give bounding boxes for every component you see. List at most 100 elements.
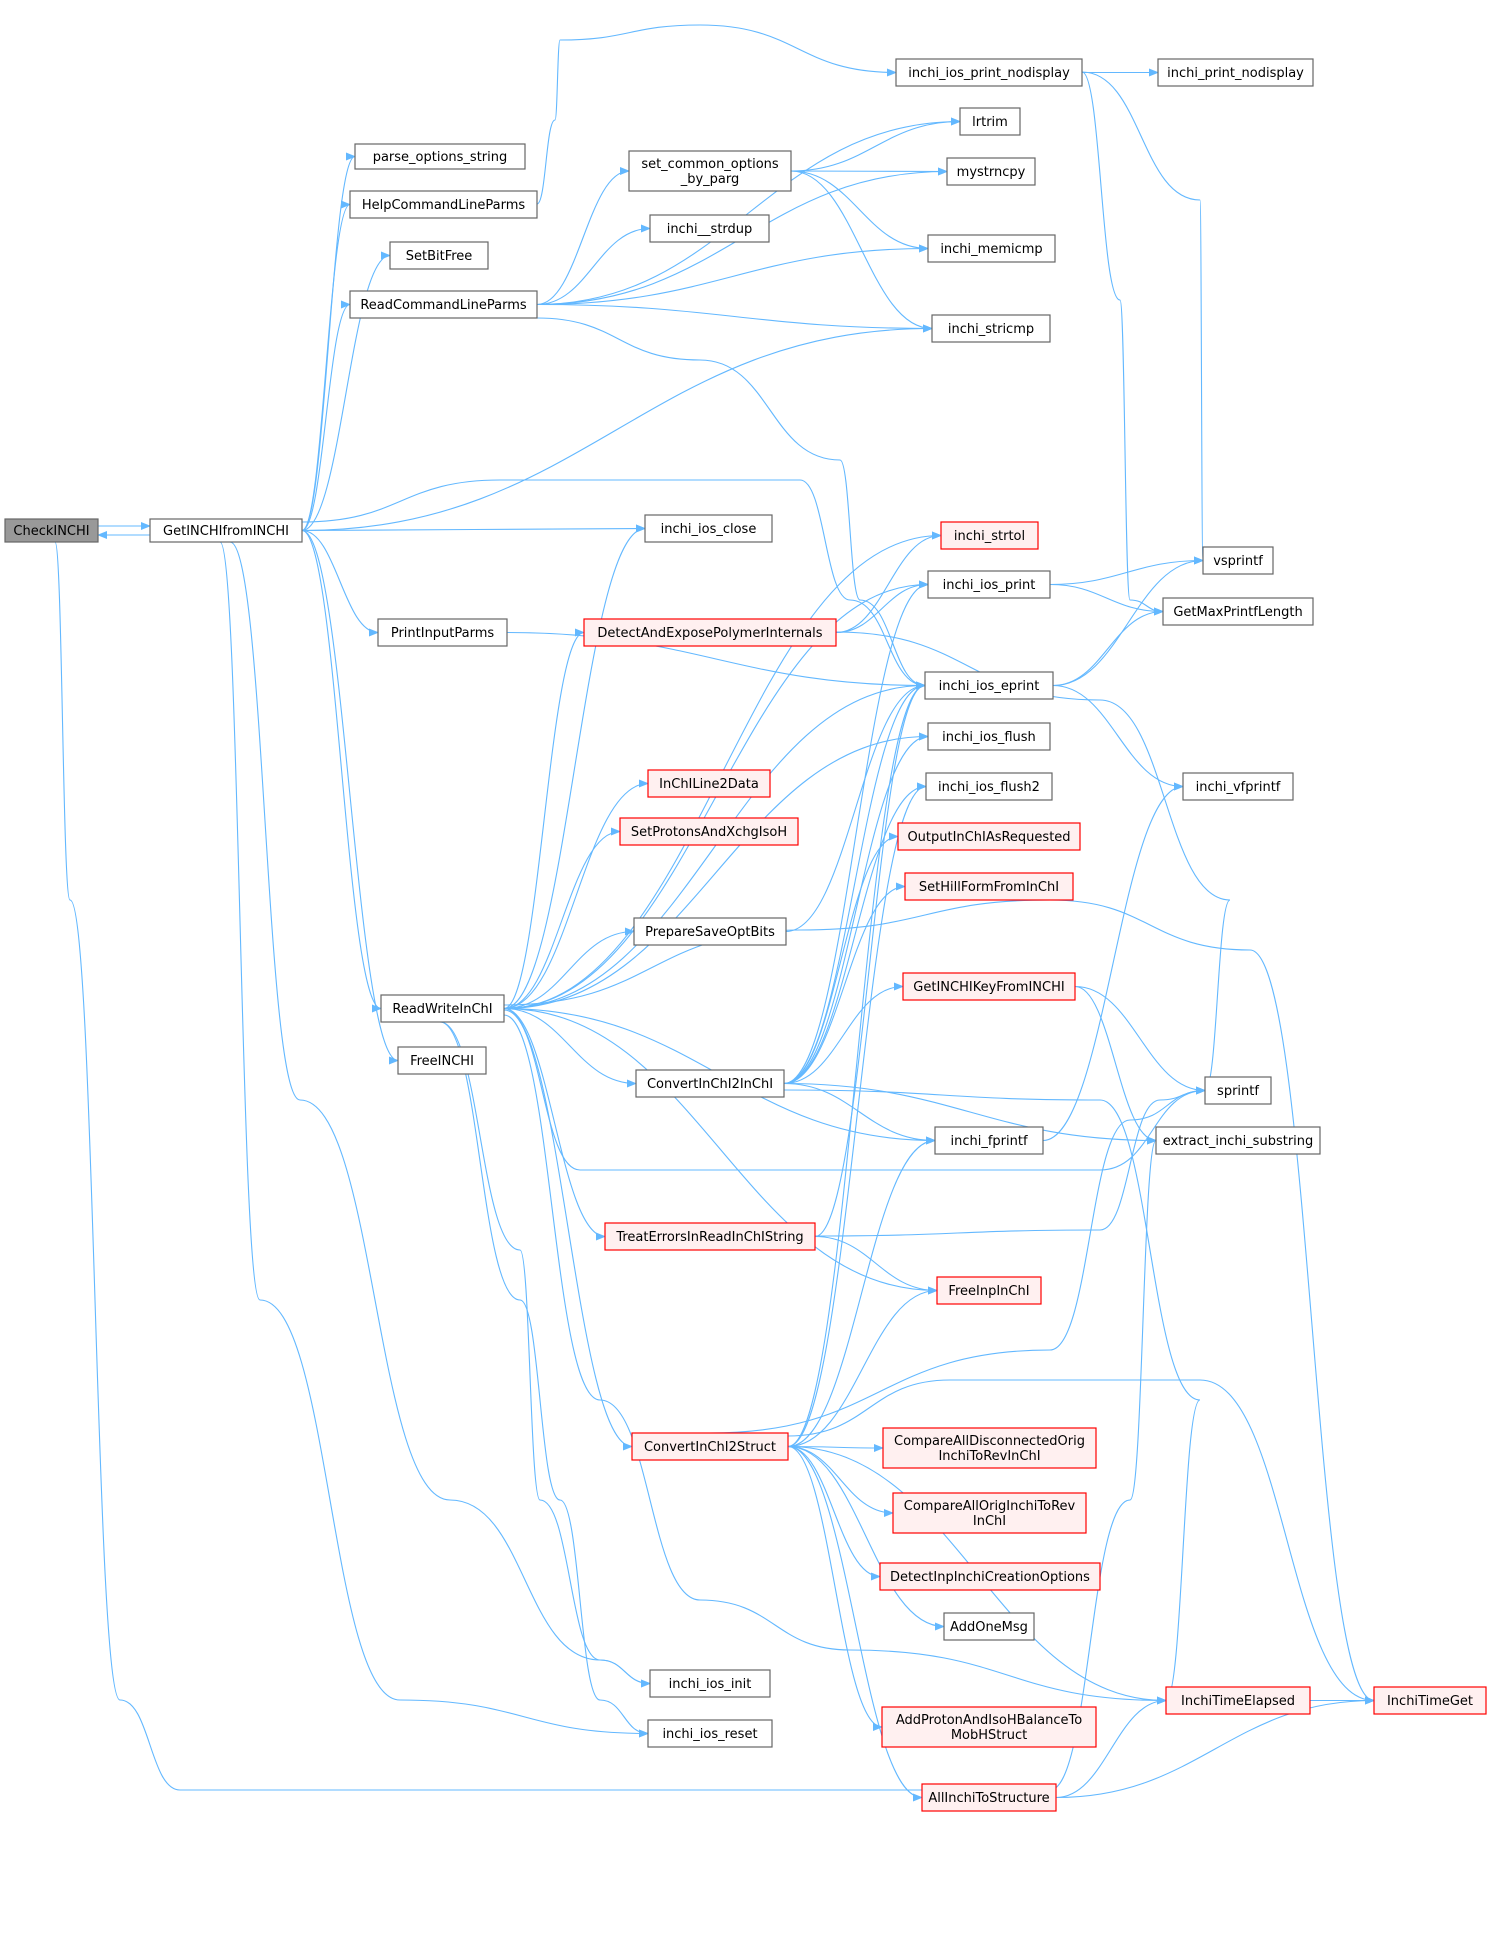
node-ConvertInChI2Struct[interactable]: ConvertInChI2Struct — [631, 1432, 789, 1461]
node-box[interactable] — [631, 1432, 789, 1461]
node-inchi_ios_eprint[interactable]: inchi_ios_eprint — [924, 671, 1054, 700]
node-box[interactable] — [934, 1126, 1044, 1155]
node-box[interactable] — [897, 822, 1081, 851]
node-box[interactable] — [902, 972, 1076, 1001]
node-box[interactable] — [380, 994, 505, 1023]
node-box[interactable] — [895, 58, 1083, 87]
node-ReadCommandLineParms[interactable]: ReadCommandLineParms — [349, 290, 538, 319]
node-GetMaxPrintfLength[interactable]: GetMaxPrintfLength — [1162, 597, 1314, 626]
node-box[interactable] — [925, 772, 1053, 801]
node-box[interactable] — [389, 241, 489, 270]
node-mystrncpy[interactable]: mystrncpy — [946, 157, 1036, 186]
node-box[interactable] — [921, 1783, 1057, 1812]
node-box[interactable] — [936, 1276, 1042, 1305]
node-inchi_stricmp[interactable]: inchi_stricmp — [931, 314, 1051, 343]
node-SetBitFree[interactable]: SetBitFree — [389, 241, 489, 270]
node-PrintInputParms[interactable]: PrintInputParms — [377, 618, 508, 647]
node-HelpCommandLineParms[interactable]: HelpCommandLineParms — [349, 190, 538, 219]
node-box[interactable] — [1182, 772, 1294, 801]
node-box[interactable] — [946, 157, 1036, 186]
node-InChILine2Data[interactable]: InChILine2Data — [647, 769, 771, 798]
node-box[interactable] — [927, 570, 1051, 599]
node-box[interactable] — [633, 917, 787, 946]
node-CompareAllDisconnectedOrigInchiToRevInChI[interactable]: CompareAllDisconnectedOrigInchiToRevInCh… — [882, 1427, 1097, 1469]
node-box[interactable] — [628, 150, 792, 192]
node-box[interactable] — [940, 521, 1039, 550]
node-box[interactable] — [349, 290, 538, 319]
node-box[interactable] — [943, 1612, 1035, 1641]
node-box[interactable] — [619, 817, 799, 846]
node-box[interactable] — [904, 872, 1074, 901]
node-GetINCHIfromINCHI[interactable]: GetINCHIfromINCHI — [149, 518, 303, 543]
node-box[interactable] — [1204, 1076, 1272, 1105]
node-inchi_vfprintf[interactable]: inchi_vfprintf — [1182, 772, 1294, 801]
node-box[interactable] — [649, 1669, 771, 1698]
node-OutputInChIAsRequested[interactable]: OutputInChIAsRequested — [897, 822, 1081, 851]
node-set_common_options_by_parg[interactable]: set_common_options_by_parg — [628, 150, 792, 192]
node-box[interactable] — [927, 722, 1051, 751]
node-FreeINCHI[interactable]: FreeINCHI — [397, 1046, 487, 1075]
node-extract_inchi_substring[interactable]: extract_inchi_substring — [1155, 1126, 1321, 1155]
node-lrtrim[interactable]: lrtrim — [959, 107, 1021, 136]
node-box[interactable] — [397, 1046, 487, 1075]
node-PrepareSaveOptBits[interactable]: PrepareSaveOptBits — [633, 917, 787, 946]
node-box[interactable] — [4, 518, 99, 543]
node-inchi_ios_print_nodisplay[interactable]: inchi_ios_print_nodisplay — [895, 58, 1083, 87]
node-ReadWriteInChI[interactable]: ReadWriteInChI — [380, 994, 505, 1023]
node-inchi_memicmp[interactable]: inchi_memicmp — [927, 234, 1056, 263]
node-box[interactable] — [959, 107, 1021, 136]
node-box[interactable] — [377, 618, 508, 647]
node-inchi_ios_init[interactable]: inchi_ios_init — [649, 1669, 771, 1698]
node-box[interactable] — [604, 1222, 816, 1251]
node-box[interactable] — [583, 618, 837, 647]
node-box[interactable] — [1165, 1686, 1311, 1715]
node-FreeInpInChI[interactable]: FreeInpInChI — [936, 1276, 1042, 1305]
node-box[interactable] — [881, 1706, 1097, 1748]
node-box[interactable] — [349, 190, 538, 219]
node-box[interactable] — [1157, 58, 1314, 87]
node-inchi_ios_close[interactable]: inchi_ios_close — [644, 514, 773, 543]
node-GetINCHIKeyFromINCHI[interactable]: GetINCHIKeyFromINCHI — [902, 972, 1076, 1001]
node-box[interactable] — [354, 143, 526, 170]
node-box[interactable] — [149, 518, 303, 543]
node-inchi_ios_flush2[interactable]: inchi_ios_flush2 — [925, 772, 1053, 801]
node-InchiTimeGet[interactable]: InchiTimeGet — [1373, 1686, 1487, 1715]
node-box[interactable] — [1373, 1686, 1487, 1715]
node-box[interactable] — [1162, 597, 1314, 626]
node-AddOneMsg[interactable]: AddOneMsg — [943, 1612, 1035, 1641]
node-inchi_strtol[interactable]: inchi_strtol — [940, 521, 1039, 550]
node-AllInchiToStructure[interactable]: AllInchiToStructure — [921, 1783, 1057, 1812]
node-box[interactable] — [647, 769, 771, 798]
node-TreatErrorsInReadInChIString[interactable]: TreatErrorsInReadInChIString — [604, 1222, 816, 1251]
node-inchi_ios_flush[interactable]: inchi_ios_flush — [927, 722, 1051, 751]
node-box[interactable] — [882, 1427, 1097, 1469]
node-box[interactable] — [927, 234, 1056, 263]
node-box[interactable] — [892, 1492, 1087, 1534]
node-inchi_ios_reset[interactable]: inchi_ios_reset — [647, 1719, 773, 1748]
node-vsprintf[interactable]: vsprintf — [1202, 546, 1274, 575]
node-inchi_ios_print[interactable]: inchi_ios_print — [927, 570, 1051, 599]
node-box[interactable] — [1202, 546, 1274, 575]
node-DetectAndExposePolymerInternals[interactable]: DetectAndExposePolymerInternals — [583, 618, 837, 647]
node-box[interactable] — [924, 671, 1054, 700]
node-SetHillFormFromInChI[interactable]: SetHillFormFromInChI — [904, 872, 1074, 901]
node-box[interactable] — [879, 1562, 1101, 1591]
node-box[interactable] — [644, 514, 773, 543]
node-DetectInpInchiCreationOptions[interactable]: DetectInpInchiCreationOptions — [879, 1562, 1101, 1591]
node-ConvertInChI2InChI[interactable]: ConvertInChI2InChI — [635, 1069, 785, 1098]
node-box[interactable] — [647, 1719, 773, 1748]
node-inchi__strdup[interactable]: inchi__strdup — [649, 214, 770, 243]
node-parse_options_string[interactable]: parse_options_string — [354, 143, 526, 170]
node-inchi_print_nodisplay[interactable]: inchi_print_nodisplay — [1157, 58, 1314, 87]
node-CheckINCHI[interactable]: CheckINCHI — [4, 518, 99, 543]
node-box[interactable] — [1155, 1126, 1321, 1155]
node-SetProtonsAndXchgIsoH[interactable]: SetProtonsAndXchgIsoH — [619, 817, 799, 846]
node-sprintf[interactable]: sprintf — [1204, 1076, 1272, 1105]
node-inchi_fprintf[interactable]: inchi_fprintf — [934, 1126, 1044, 1155]
node-box[interactable] — [635, 1069, 785, 1098]
node-InchiTimeElapsed[interactable]: InchiTimeElapsed — [1165, 1686, 1311, 1715]
node-box[interactable] — [931, 314, 1051, 343]
node-box[interactable] — [649, 214, 770, 243]
